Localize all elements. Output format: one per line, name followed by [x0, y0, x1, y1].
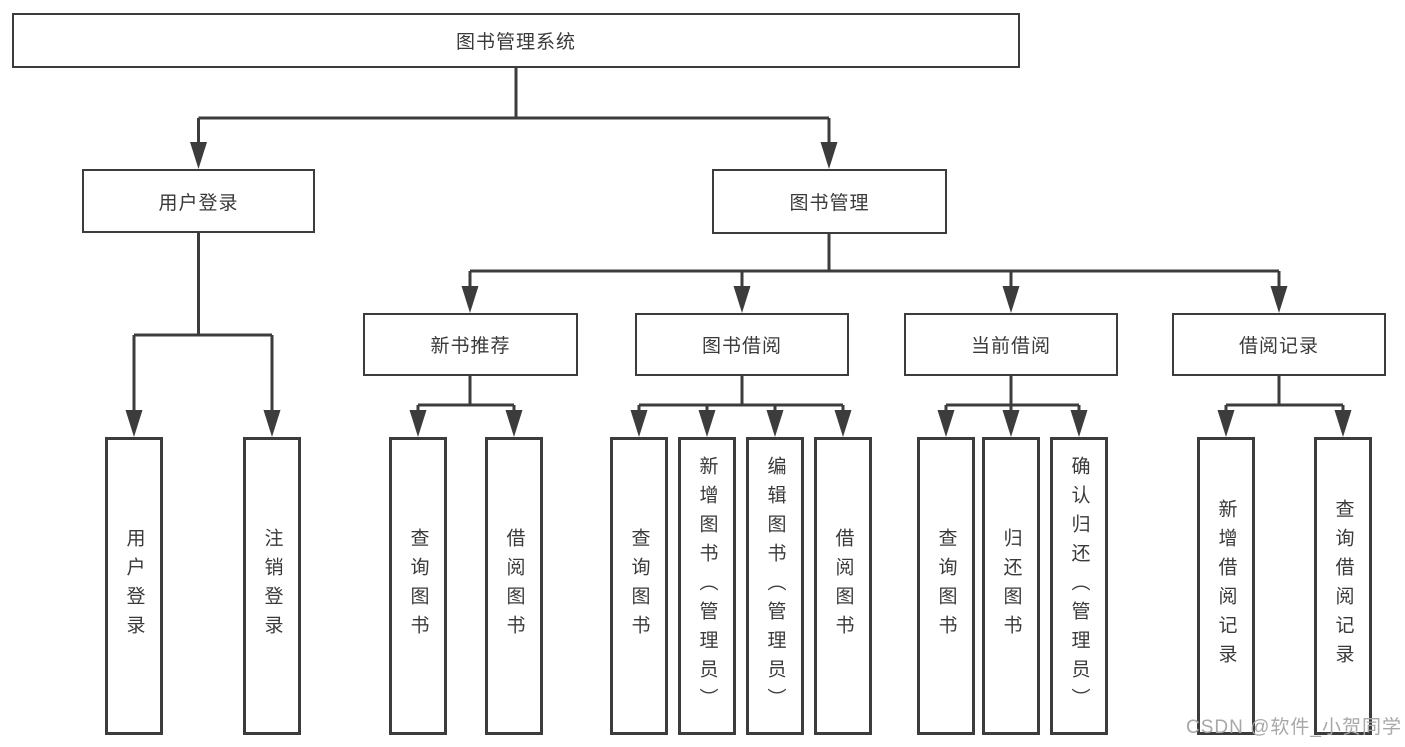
leaf-logout: 注销登录 — [243, 437, 301, 735]
arrow-down-icon — [1270, 286, 1288, 313]
node-new-book-recommend: 新书推荐 — [363, 313, 578, 376]
connector-userlogin-to-leaves — [125, 233, 281, 437]
arrow-down-icon — [409, 410, 427, 437]
leaf-borrow-edit-books-admin: 编辑图书（管理员） — [746, 437, 804, 735]
arrow-down-icon — [263, 410, 281, 437]
leaf-borrow-borrow-books: 借阅图书 — [814, 437, 872, 735]
node-current-borrow: 当前借阅 — [904, 313, 1118, 376]
leaf-current-query-books: 查询图书 — [917, 437, 975, 735]
arrow-down-icon — [733, 286, 751, 313]
arrow-down-icon — [698, 410, 716, 437]
arrow-down-icon — [820, 142, 838, 169]
arrow-down-icon — [937, 410, 955, 437]
arrow-down-icon — [1002, 410, 1020, 437]
leaf-current-return-books: 归还图书 — [982, 437, 1040, 735]
connector-bookborrow-to-leaves — [630, 376, 852, 437]
node-book-management: 图书管理 — [712, 169, 947, 234]
arrow-down-icon — [461, 286, 479, 313]
connector-records-to-leaves — [1217, 376, 1352, 437]
connector-bookmgmt-to-level3 — [461, 234, 1288, 313]
leaf-user-login: 用户登录 — [105, 437, 163, 735]
node-borrow-records: 借阅记录 — [1172, 313, 1386, 376]
leaf-newrec-borrow-books: 借阅图书 — [485, 437, 543, 735]
leaf-records-add-record: 新增借阅记录 — [1197, 437, 1255, 735]
arrow-down-icon — [505, 410, 523, 437]
connector-currentborrow-to-leaves — [937, 376, 1088, 437]
leaf-current-confirm-return-admin: 确认归还（管理员） — [1050, 437, 1108, 735]
leaf-borrow-add-books-admin: 新增图书（管理员） — [678, 437, 736, 735]
connector-newbook-to-leaves — [409, 376, 523, 437]
node-library-system: 图书管理系统 — [12, 13, 1020, 68]
arrow-down-icon — [1334, 410, 1352, 437]
arrow-down-icon — [630, 410, 648, 437]
arrow-down-icon — [125, 410, 143, 437]
arrow-down-icon — [190, 142, 207, 169]
leaf-borrow-query-books: 查询图书 — [610, 437, 668, 735]
leaf-newrec-query-books: 查询图书 — [389, 437, 447, 735]
leaf-records-query-record: 查询借阅记录 — [1314, 437, 1372, 735]
arrow-down-icon — [1002, 286, 1020, 313]
arrow-down-icon — [1217, 410, 1235, 437]
arrow-down-icon — [766, 410, 784, 437]
node-book-borrow: 图书借阅 — [635, 313, 849, 376]
arrow-down-icon — [1070, 410, 1088, 437]
csdn-watermark: CSDN @软件_小贺同学 — [1186, 717, 1402, 738]
arrow-down-icon — [834, 410, 852, 437]
node-user-login: 用户登录 — [82, 169, 315, 233]
connector-root-to-level2 — [190, 68, 838, 169]
